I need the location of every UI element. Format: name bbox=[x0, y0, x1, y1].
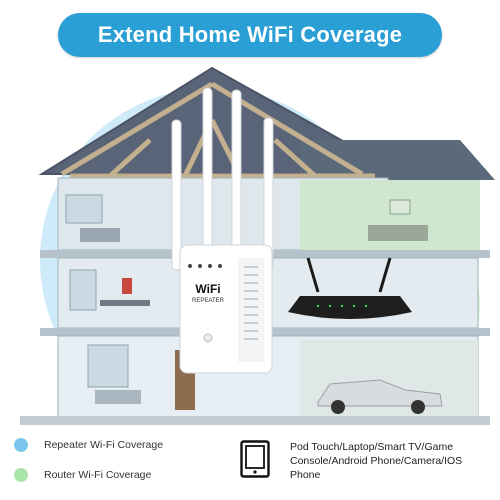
repeater-dot-icon bbox=[14, 438, 28, 452]
chair-red bbox=[122, 278, 132, 294]
side-roof bbox=[300, 140, 495, 180]
house-scene: WiFi REPEATER bbox=[20, 66, 495, 425]
legend: Repeater Wi-Fi Coverage Router Wi-Fi Cov… bbox=[0, 428, 500, 500]
legend-router: Router Wi-Fi Coverage bbox=[14, 468, 151, 482]
ground bbox=[20, 416, 490, 425]
supported-devices-text: Pod Touch/Laptop/Smart TV/Game Console/A… bbox=[290, 441, 463, 481]
dining-table bbox=[100, 300, 150, 306]
repeater-model-text: REPEATER bbox=[192, 298, 225, 304]
repeater-antennas bbox=[171, 87, 274, 271]
legend-repeater-label: Repeater Wi-Fi Coverage bbox=[44, 439, 164, 451]
router bbox=[288, 257, 412, 319]
tablet-icon bbox=[240, 440, 270, 478]
dining-window bbox=[69, 269, 97, 311]
car bbox=[317, 379, 443, 414]
legend-router-label: Router Wi-Fi Coverage bbox=[44, 469, 152, 481]
picture-frame bbox=[389, 199, 411, 215]
router-dot-icon bbox=[14, 468, 28, 482]
repeater-brand-text: WiFi bbox=[195, 282, 220, 296]
title-banner: Extend Home WiFi Coverage bbox=[58, 13, 442, 57]
wifi-repeater: WiFi REPEATER bbox=[179, 244, 273, 374]
living-window bbox=[87, 344, 129, 388]
bed-right bbox=[368, 225, 428, 241]
banner-title: Extend Home WiFi Coverage bbox=[97, 22, 403, 47]
sofa bbox=[95, 390, 141, 404]
legend-repeater: Repeater Wi-Fi Coverage bbox=[14, 438, 163, 452]
window bbox=[65, 194, 103, 224]
bed bbox=[80, 228, 120, 242]
